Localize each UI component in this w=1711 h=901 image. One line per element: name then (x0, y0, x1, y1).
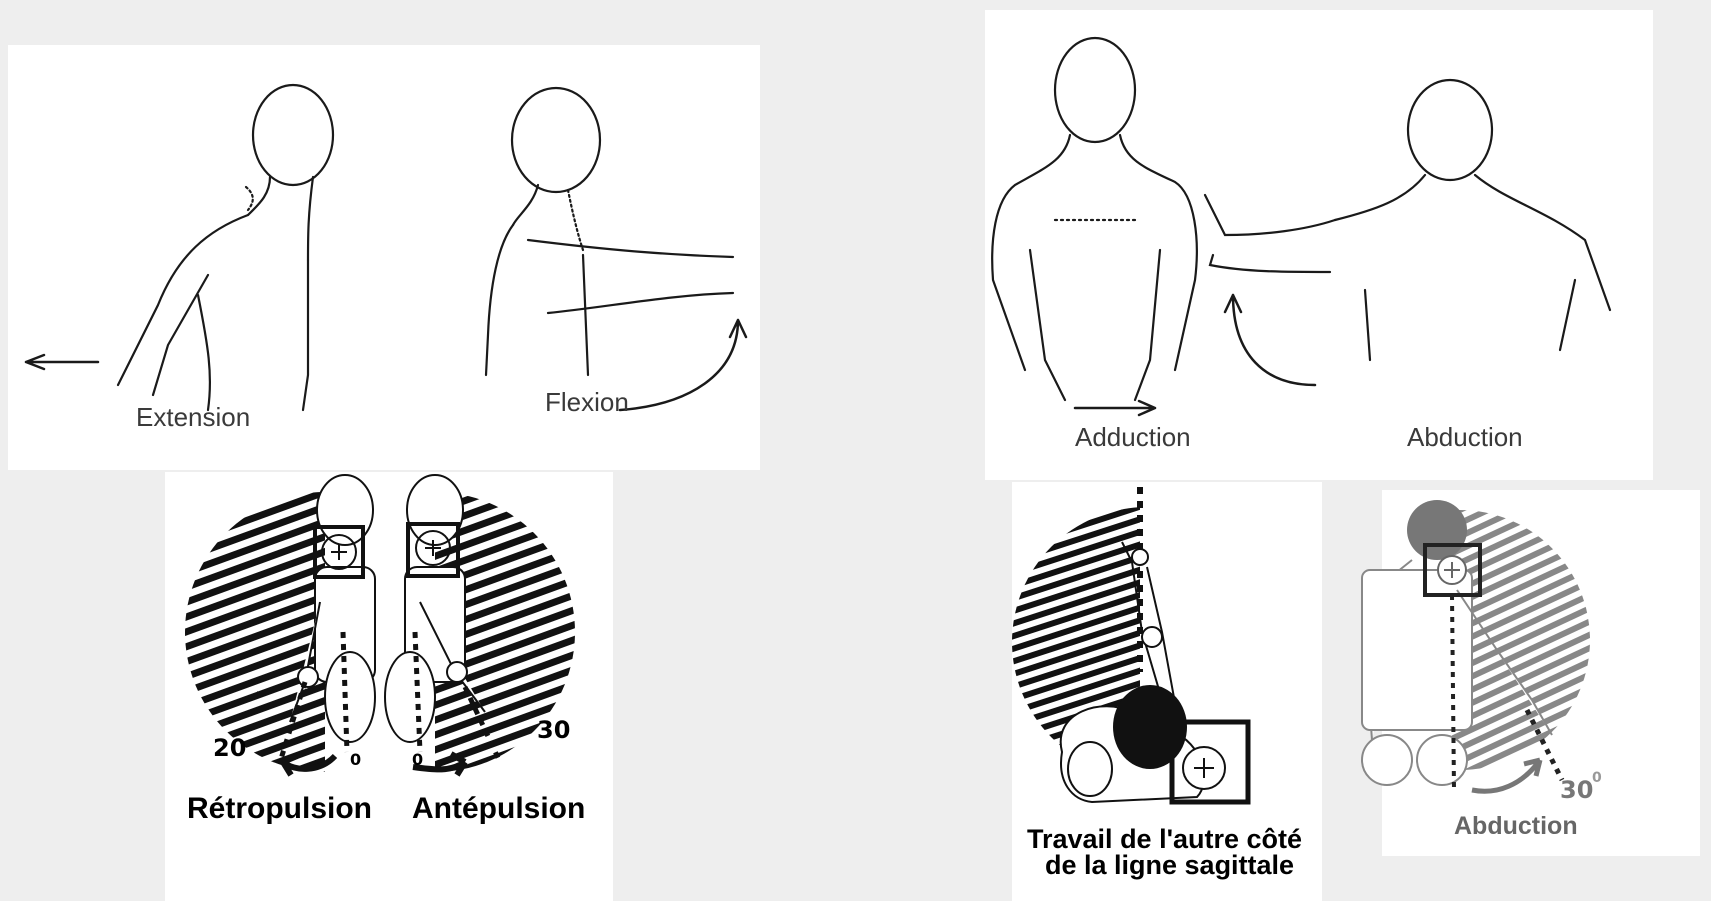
retropulsion-label: Rétropulsion (187, 792, 372, 826)
extension-flexion-panel: Extension Flexion (8, 45, 760, 470)
flexion-arrow (620, 320, 746, 410)
sagittal-panel: Travail de l'autre côté de la ligne sagi… (1012, 482, 1322, 901)
abduction-figure (1205, 80, 1610, 360)
retro-angle-label: 20 (213, 734, 246, 762)
adduction-abduction-panel: Adduction Abduction (985, 10, 1653, 480)
abduction-grey-degree: 0 (1592, 770, 1602, 786)
adduction-abduction-figures (985, 10, 1653, 480)
abduction-grey-head (1407, 500, 1467, 560)
ante-angle-label: 30 (537, 716, 570, 744)
abduction-label: Abduction (1407, 422, 1523, 453)
sagittal-label-line2: de la ligne sagittale (1045, 850, 1294, 881)
adduction-figure (992, 38, 1197, 400)
flexion-figure (486, 88, 733, 375)
abduction-grey-label: Abduction (1454, 812, 1578, 841)
adduction-label: Adduction (1075, 422, 1191, 453)
sagittal-black-head (1113, 685, 1187, 769)
abduction-grey-angle: 30 (1560, 776, 1593, 804)
antepulsion-label: Antépulsion (412, 792, 585, 826)
adduction-arrow (1075, 401, 1155, 415)
retro-zero-label: 0 (350, 750, 361, 769)
abduction-grey-panel: 30 0 Abduction (1382, 490, 1700, 856)
abduction-arrow (1225, 295, 1315, 385)
retro-ante-diagram (165, 472, 613, 901)
abduction-grey-diagram (1382, 490, 1700, 856)
flexion-label: Flexion (545, 387, 629, 418)
extension-label: Extension (136, 402, 250, 433)
ante-zero-label: 0 (412, 750, 423, 769)
extension-figure (118, 85, 333, 410)
extension-arrow (26, 355, 98, 369)
extension-flexion-figures (8, 45, 760, 470)
retropulsion-antepulsion-panel: 20 30 0 0 Rétropulsion Antépulsion (165, 472, 613, 901)
